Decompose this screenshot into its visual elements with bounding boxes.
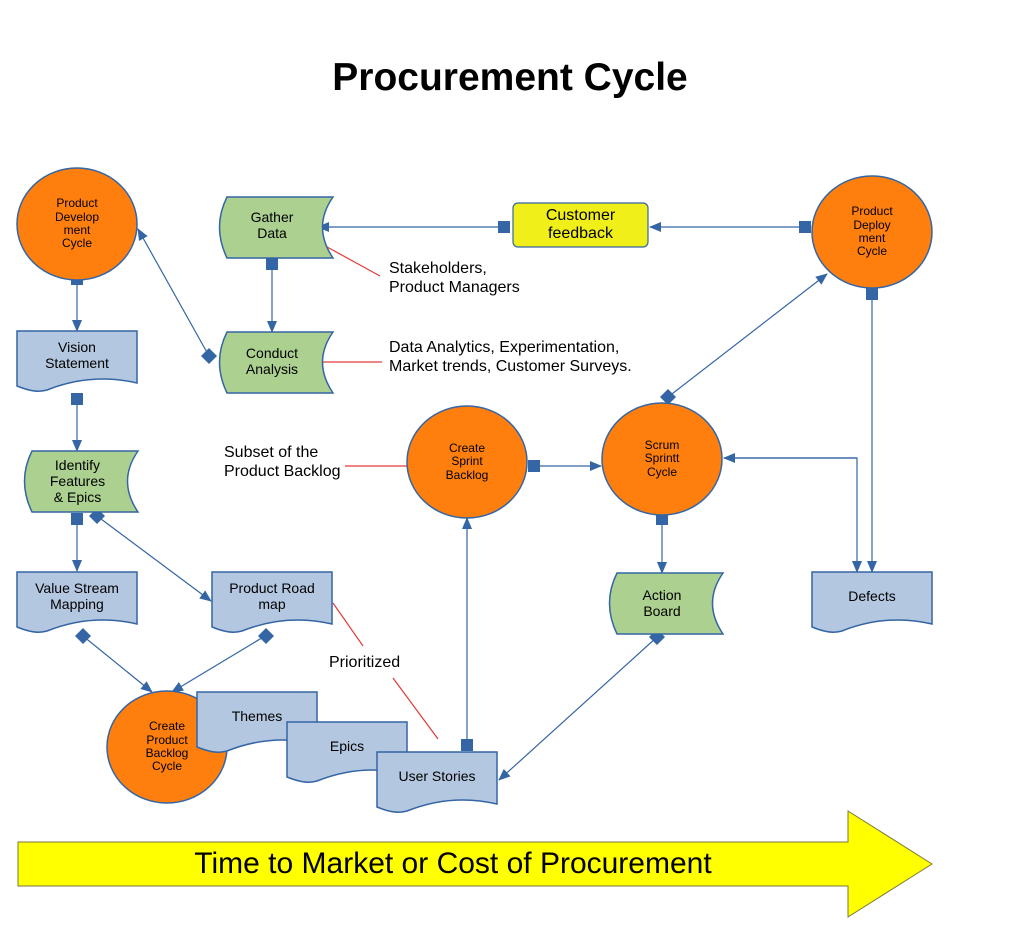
handle-square bbox=[266, 258, 278, 270]
connector-analysis-to-product-dev bbox=[137, 228, 210, 357]
note-subset: Subset of the Product Backlog bbox=[224, 444, 341, 481]
label-create-product-backlog-cycle: Create Product Backlog Cycle bbox=[117, 716, 217, 778]
label-identify-features: Identify Features & Epics bbox=[49, 457, 106, 505]
connector-action-board-to-user-stories bbox=[498, 636, 658, 781]
label-customer-feedback: Customer feedback bbox=[545, 207, 616, 242]
shape-product-development-cycle bbox=[16, 167, 138, 281]
timeline-arrow bbox=[17, 810, 933, 918]
annotation-line-prioritized-bottom bbox=[392, 677, 439, 740]
label-create-sprint-backlog: Create Sprint Backlog bbox=[445, 440, 489, 482]
shape-vision-statement bbox=[16, 330, 138, 392]
annotation-line-stakeholders bbox=[317, 241, 381, 277]
connector-identify-to-roadmap bbox=[96, 515, 212, 602]
timeline-label: Time to Market or Cost of Procurement bbox=[194, 847, 712, 880]
label-user-stories: User Stories bbox=[398, 768, 476, 785]
label-product-road-map: Product Road map bbox=[229, 580, 315, 612]
label-value-stream-mapping: Value Stream Mapping bbox=[35, 580, 119, 612]
label-epics: Epics bbox=[329, 738, 365, 755]
label-gather-data: Gather Data bbox=[250, 209, 294, 241]
label-conduct-analysis: Conduct Analysis bbox=[245, 345, 299, 377]
handle-square bbox=[461, 739, 473, 751]
handle-square bbox=[71, 513, 83, 525]
shape-defects bbox=[811, 571, 933, 633]
label-product-development-cycle: Product Develop ment Cycle bbox=[54, 196, 100, 251]
connectors bbox=[72, 222, 877, 781]
label-create-product-backlog-cycle-text: Create Product Backlog Cycle bbox=[145, 719, 189, 774]
handle-square bbox=[799, 221, 811, 233]
annotation-line-prioritized-top bbox=[332, 602, 364, 647]
label-vision-statement: Vision Statement bbox=[45, 339, 109, 371]
shape-product-road-map bbox=[211, 571, 333, 633]
shape-create-sprint-backlog bbox=[406, 405, 528, 519]
annotation-lines bbox=[317, 241, 439, 740]
label-defects: Defects bbox=[848, 588, 896, 605]
label-scrum-sprint-cycle: Scrum Sprintt Cycle bbox=[644, 437, 680, 479]
label-action-board: Action Board bbox=[642, 586, 682, 619]
shape-product-deployment-cycle bbox=[811, 175, 933, 289]
handle-square bbox=[866, 288, 878, 300]
shape-conduct-analysis bbox=[218, 331, 335, 394]
note-stakeholders: Stakeholders, Product Managers bbox=[389, 260, 520, 297]
shape-value-stream-mapping bbox=[16, 571, 138, 633]
connector-value-stream-to-backlog bbox=[82, 635, 153, 693]
connector-roadmap-to-backlog bbox=[171, 635, 266, 693]
handle-diamond bbox=[660, 389, 676, 405]
note-prioritized: Prioritized bbox=[329, 654, 401, 671]
handle-diamond bbox=[75, 628, 91, 644]
shape-user-stories bbox=[376, 751, 498, 813]
label-product-deployment-cycle: Product Deploy ment Cycle bbox=[851, 204, 893, 259]
shape-customer-feedback bbox=[512, 202, 649, 248]
handle-diamond bbox=[201, 348, 217, 364]
page-title: Procurement Cycle bbox=[332, 56, 688, 99]
shape-identify-features bbox=[23, 450, 140, 513]
shape-gather-data bbox=[218, 196, 335, 259]
handle-square bbox=[528, 460, 540, 472]
shape-action-board bbox=[608, 572, 725, 635]
connector-scrum-to-defects bbox=[724, 457, 862, 573]
handle-square bbox=[71, 393, 83, 405]
label-themes: Themes bbox=[231, 708, 283, 725]
shape-scrum-sprint-cycle bbox=[601, 402, 723, 516]
connector-scrum-to-deploy bbox=[667, 273, 828, 398]
handle-square bbox=[656, 513, 668, 525]
handle-diamond bbox=[258, 628, 274, 644]
note-data-analytics: Data Analytics, Experimentation, Market … bbox=[389, 339, 632, 376]
handle-square bbox=[498, 221, 510, 233]
